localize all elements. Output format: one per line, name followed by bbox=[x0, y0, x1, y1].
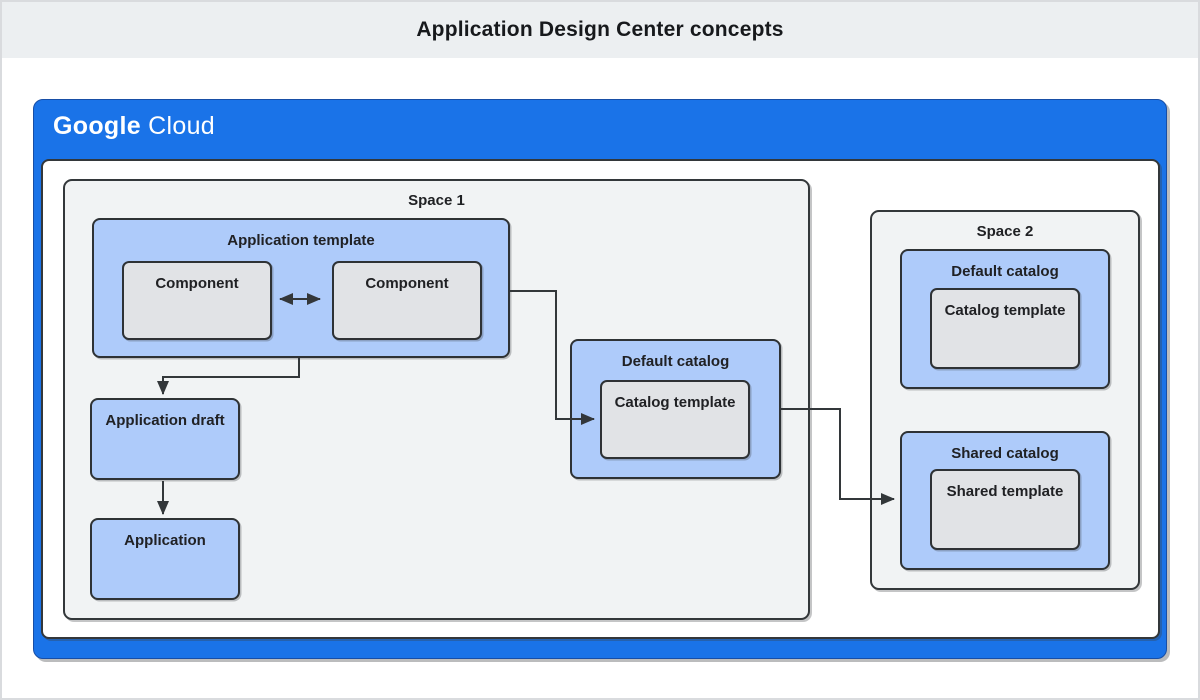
space-2-label: Space 2 bbox=[976, 223, 1034, 240]
space-1-catalog-template-label: Catalog template bbox=[614, 394, 736, 411]
page-title: Application Design Center concepts bbox=[416, 18, 784, 41]
space-2-catalog-template-label: Catalog template bbox=[944, 302, 1066, 319]
application-template-box: Application template Component Component bbox=[92, 218, 510, 358]
shared-template-box: Shared template bbox=[930, 469, 1080, 550]
space-1-catalog-template-box: Catalog template bbox=[600, 380, 750, 459]
space-2-default-catalog-box: Default catalog Catalog template bbox=[900, 249, 1110, 389]
space-2-default-catalog-label: Default catalog bbox=[951, 263, 1059, 280]
google-cloud-logo-cloud: Cloud bbox=[148, 112, 215, 140]
space-2-container: Space 2 Default catalog Catalog template… bbox=[870, 210, 1140, 590]
shared-catalog-label: Shared catalog bbox=[951, 445, 1059, 462]
space-1-default-catalog-label: Default catalog bbox=[621, 353, 730, 370]
title-band: Application Design Center concepts bbox=[2, 2, 1198, 58]
space-1-container: Space 1 Application template Component C… bbox=[63, 179, 810, 620]
application-box: Application bbox=[90, 518, 240, 600]
component-1-label: Component bbox=[155, 275, 239, 292]
application-draft-box: Application draft bbox=[90, 398, 240, 480]
space-1-label: Space 1 bbox=[408, 192, 465, 209]
space-1-default-catalog-box: Default catalog Catalog template bbox=[570, 339, 781, 479]
application-draft-label: Application draft bbox=[105, 412, 225, 429]
shared-catalog-box: Shared catalog Shared template bbox=[900, 431, 1110, 570]
component-box-2: Component bbox=[332, 261, 482, 340]
space-2-catalog-template-box: Catalog template bbox=[930, 288, 1080, 369]
google-cloud-logo: Google Cloud bbox=[53, 112, 215, 141]
component-box-1: Component bbox=[122, 261, 272, 340]
google-cloud-logo-google: Google bbox=[53, 112, 141, 140]
component-2-label: Component bbox=[365, 275, 449, 292]
application-label: Application bbox=[124, 532, 206, 549]
application-template-label: Application template bbox=[227, 232, 375, 249]
shared-template-label: Shared template bbox=[946, 483, 1064, 500]
